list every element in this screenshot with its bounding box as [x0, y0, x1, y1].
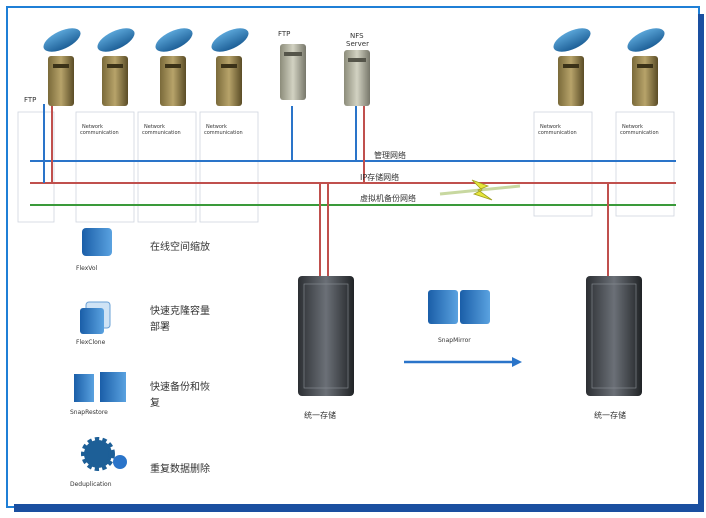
- ftp-label: FTP: [24, 96, 36, 104]
- feature-item: FlexVol 在线空间缩放: [76, 228, 210, 272]
- nfs-server-label-line1: NFS: [350, 32, 364, 40]
- feature-icon-label: FlexVol: [76, 265, 98, 272]
- net-card-sublabel: communication: [80, 130, 119, 136]
- satellite-server-icon: [43, 28, 81, 106]
- storage-right: 统一存储: [586, 276, 642, 420]
- ip-storage-network-label: IP存储网络: [360, 172, 399, 182]
- net-card-label: Network: [540, 124, 561, 130]
- net-card-sublabel: communication: [538, 130, 577, 136]
- storage-right-label: 统一存储: [594, 410, 626, 420]
- satellite-server-icon: [155, 28, 193, 106]
- net-card-sublabel: communication: [142, 130, 181, 136]
- net-card-sublabel: communication: [620, 130, 659, 136]
- feature-text: 重复数据删除: [150, 462, 210, 475]
- feature-icon-label: Deduplication: [70, 481, 112, 488]
- feature-text: 在线空间缩放: [150, 240, 210, 253]
- server-card-frame: [17, 111, 55, 223]
- nfs-server-label-line2: Server: [346, 40, 369, 48]
- net-card-sublabel: communication: [204, 130, 243, 136]
- vm-backup-network-label: 虚拟机备份网络: [360, 193, 416, 203]
- server-card-frame: [533, 111, 593, 217]
- network-lines: [30, 160, 676, 206]
- storage-rack-icon: [298, 276, 354, 396]
- server-card-frame: [75, 111, 135, 223]
- frame-shadow-bottom: [14, 504, 704, 512]
- restore-icon: [74, 374, 94, 402]
- gear-icon: [81, 437, 115, 471]
- server-uplinks: [43, 104, 609, 280]
- management-network-label: 管理网络: [374, 150, 406, 160]
- satellite-server-icon: [211, 28, 249, 106]
- feature-icon-label: SnapRestore: [70, 409, 108, 416]
- feature-text-line2: 部署: [150, 320, 170, 333]
- storage-left: 统一存储: [298, 276, 354, 420]
- feature-text-line1: 快速克隆容量: [150, 304, 210, 317]
- ftp-server-icon: [280, 44, 306, 100]
- feature-text-line2: 复: [150, 396, 160, 409]
- clone-icon: [80, 308, 104, 334]
- feature-list: FlexVol 在线空间缩放 FlexClone 快速克隆容量 部署 SnapR…: [70, 228, 210, 488]
- net-card-label: Network: [144, 124, 165, 130]
- wan-link-icon: [439, 179, 521, 201]
- net-card-label: Network: [622, 124, 643, 130]
- satellite-server-icon: [97, 28, 135, 106]
- feature-text-line1: 快速备份和恢: [150, 380, 210, 393]
- snapmirror-icon: [428, 290, 458, 324]
- arrow-head-icon: [512, 357, 522, 367]
- ftp-server-label: FTP: [278, 30, 290, 38]
- storage-rack-icon: [586, 276, 642, 396]
- server-card-frame: [137, 111, 197, 223]
- network-card-labels: Network communication Network communicat…: [80, 124, 659, 136]
- net-card-label: Network: [206, 124, 227, 130]
- server-card-frame: [615, 111, 675, 217]
- frame-shadow-right: [698, 14, 704, 508]
- server-cards: [17, 111, 675, 223]
- satellite-server-icon: [553, 28, 591, 106]
- feature-icon-label: FlexClone: [76, 339, 106, 346]
- satellite-servers: [43, 28, 665, 106]
- snapmirror-label: SnapMirror: [438, 337, 471, 344]
- nfs-server-icon: [344, 50, 370, 106]
- snapmirror: SnapMirror: [404, 290, 522, 367]
- feature-item: SnapRestore 快速备份和恢 复: [70, 372, 210, 416]
- feature-item: FlexClone 快速克隆容量 部署: [76, 301, 210, 346]
- net-card-label: Network: [82, 124, 103, 130]
- storage-left-label: 统一存储: [304, 410, 336, 420]
- drive-icon: [82, 228, 112, 256]
- feature-item: Deduplication 重复数据删除: [70, 437, 210, 488]
- file-servers: [280, 44, 370, 106]
- satellite-server-icon: [627, 28, 665, 106]
- server-card-frame: [199, 111, 259, 223]
